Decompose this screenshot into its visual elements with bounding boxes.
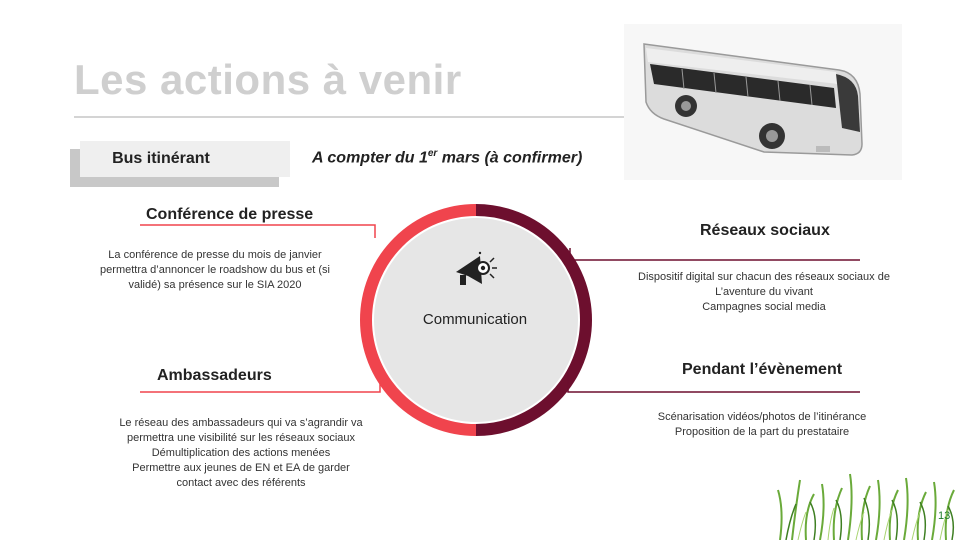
reseaux-text: Dispositif digital sur chacun des réseau… <box>616 270 912 315</box>
megaphone-icon <box>450 250 500 290</box>
ambassadeurs-heading: Ambassadeurs <box>157 367 272 385</box>
evenement-heading: Pendant l’évènement <box>682 361 842 379</box>
conference-text: La conférence de presse du mois de janvi… <box>80 248 350 293</box>
grass-decoration <box>770 450 960 540</box>
evenement-text: Scénarisation vidéos/photos de l’itinéra… <box>626 410 898 440</box>
conference-heading: Conférence de presse <box>146 206 313 224</box>
communication-label: Communication <box>404 311 546 328</box>
reseaux-heading: Réseaux sociaux <box>700 222 830 240</box>
ambassadeurs-text: Le réseau des ambassadeurs qui va s’agra… <box>96 416 386 491</box>
page-number: 13 <box>938 510 950 522</box>
